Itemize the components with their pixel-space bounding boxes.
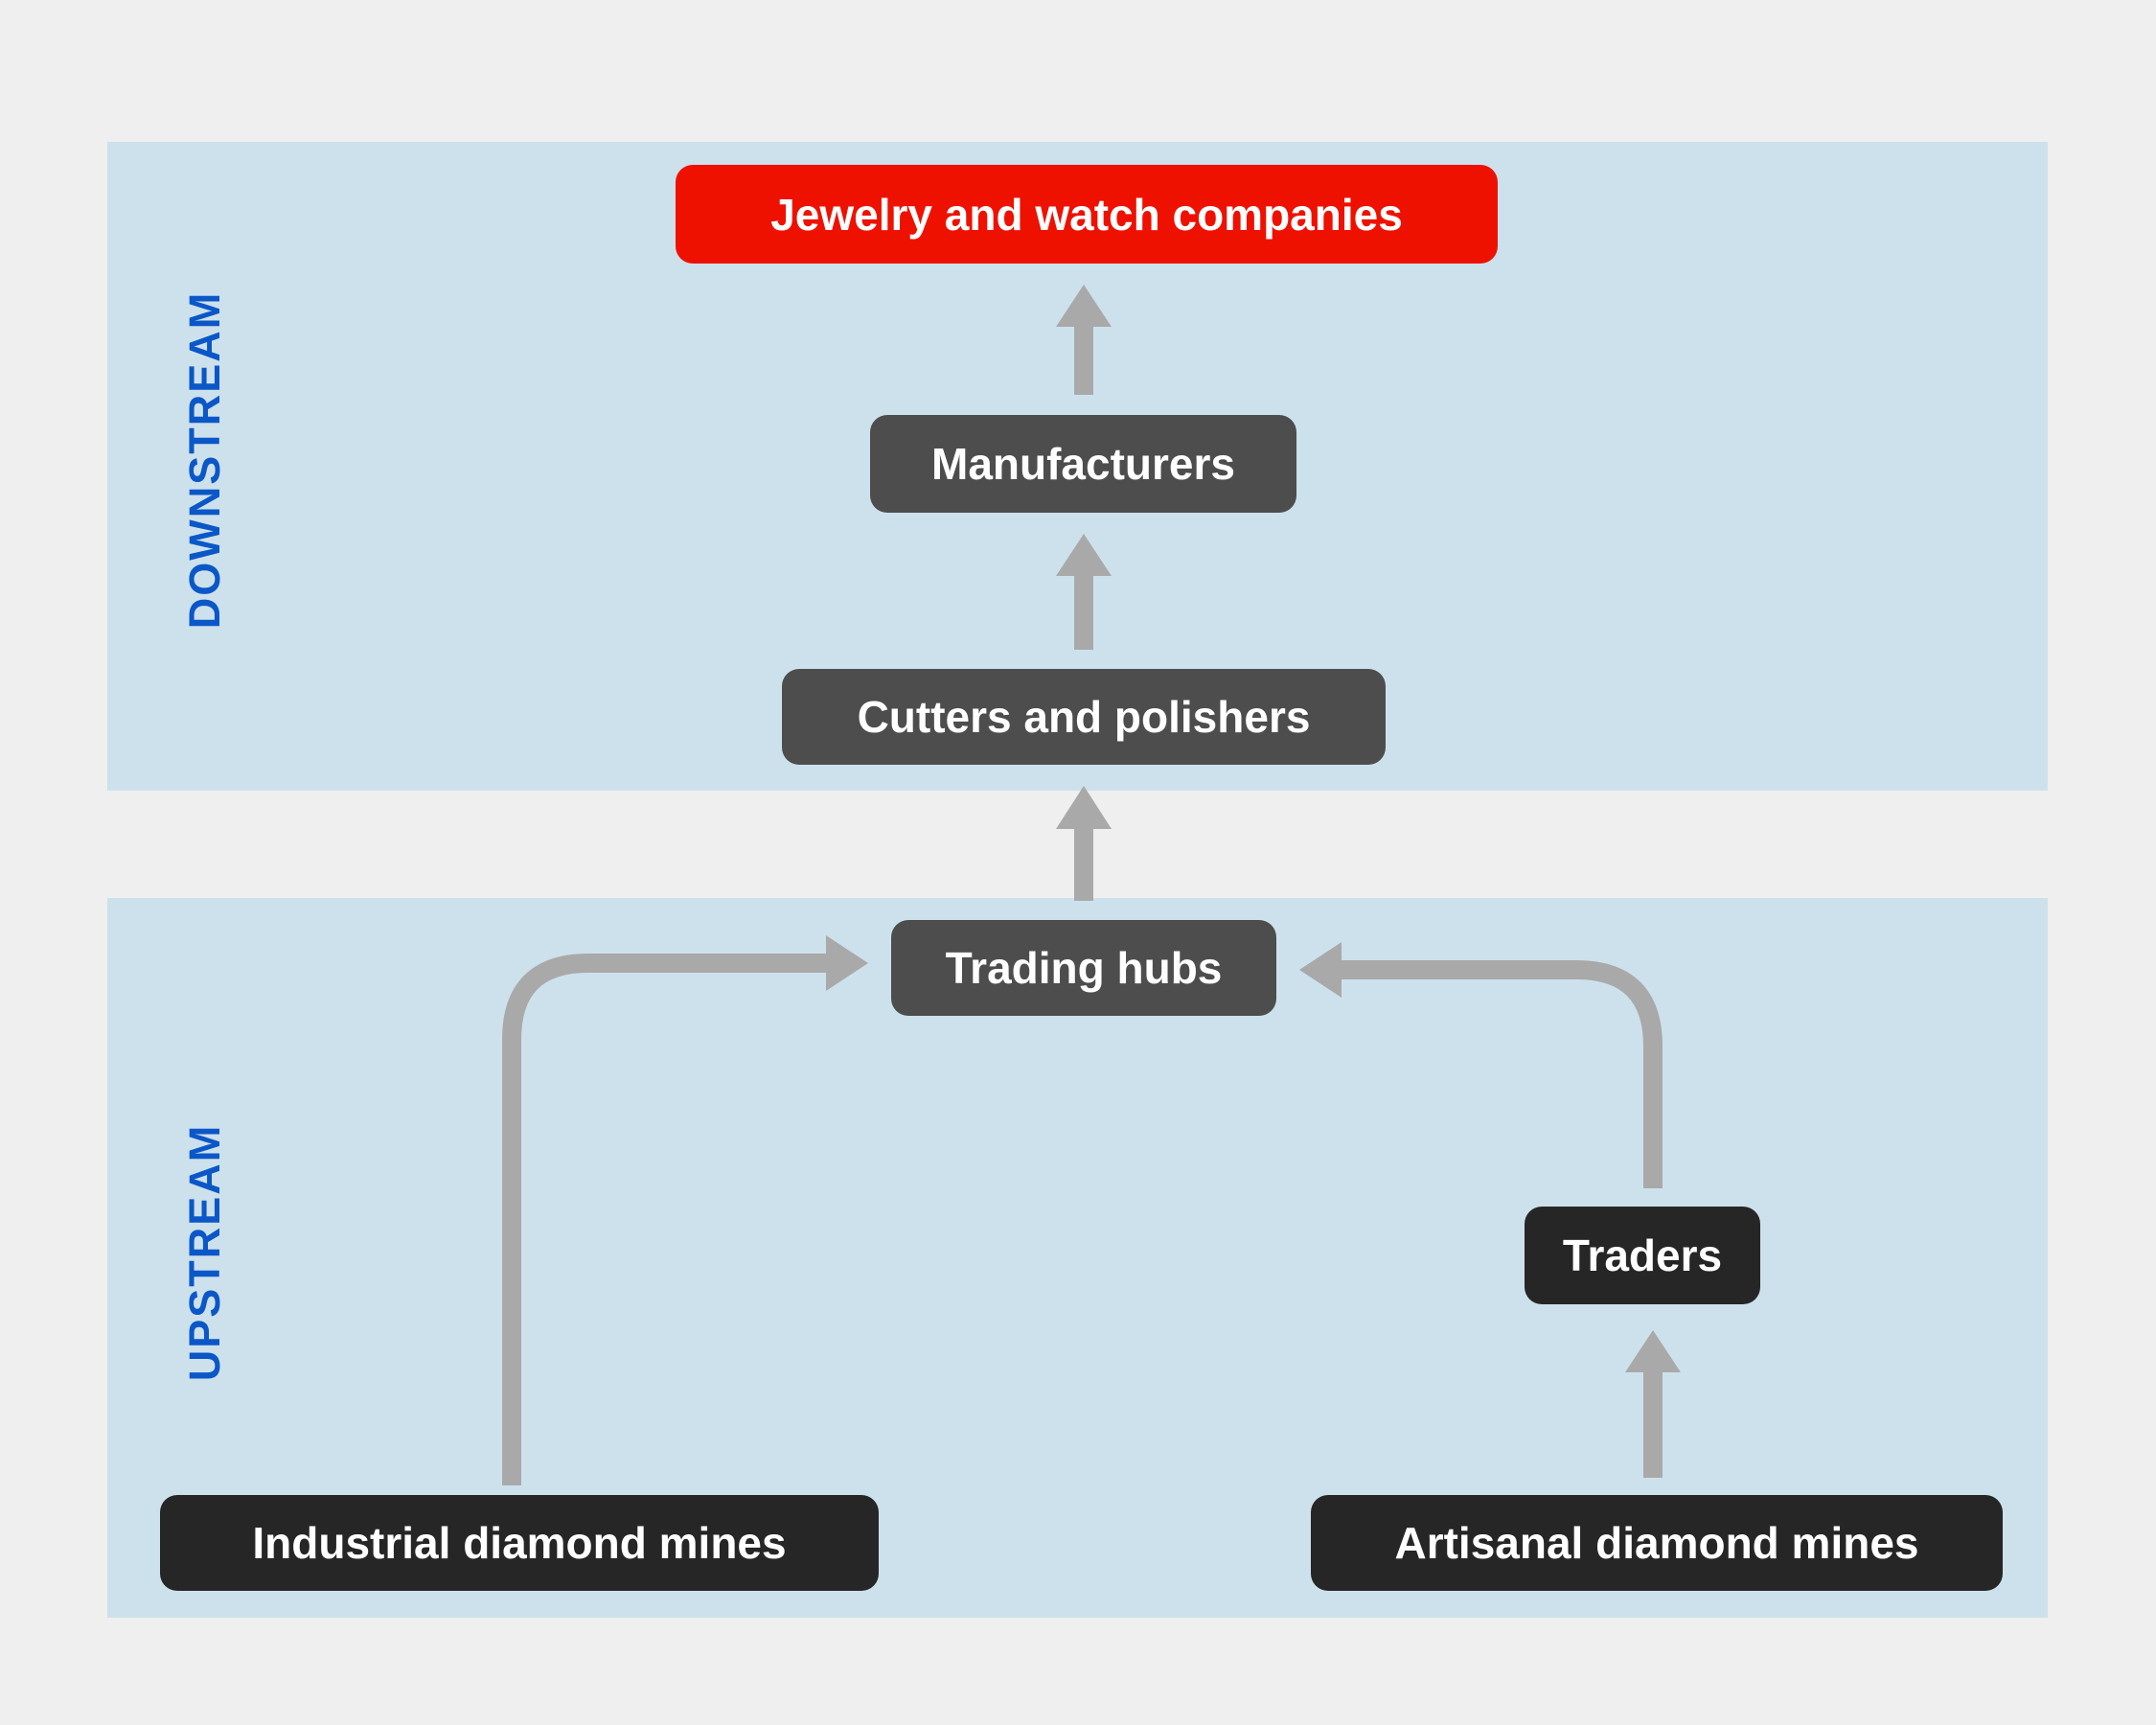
- downstream-section-label: DOWNSTREAM: [180, 290, 229, 630]
- node-manufacturers: Manufacturers: [870, 415, 1296, 513]
- node-artisanal-diamond-mines: Artisanal diamond mines: [1311, 1495, 2003, 1591]
- node-trading-hubs: Trading hubs: [891, 920, 1276, 1016]
- arrow-trading-hubs-to-cutters: [1056, 786, 1112, 901]
- node-traders: Traders: [1525, 1207, 1760, 1304]
- upstream-section-label: UPSTREAM: [180, 1123, 229, 1382]
- node-jewelry-and-watch-companies: Jewelry and watch companies: [676, 165, 1498, 264]
- node-cutters-and-polishers: Cutters and polishers: [782, 669, 1386, 765]
- node-industrial-diamond-mines: Industrial diamond mines: [160, 1495, 879, 1591]
